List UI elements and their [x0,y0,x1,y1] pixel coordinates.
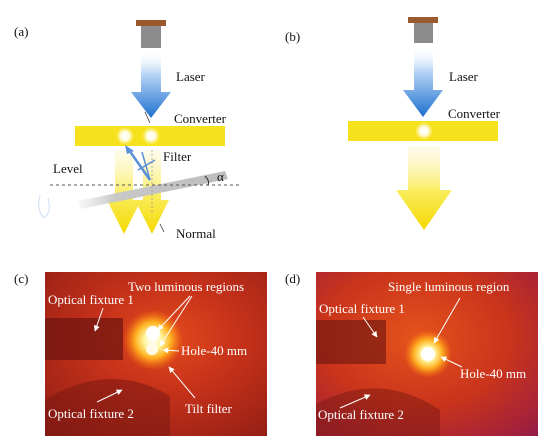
fixture-2-shape-d [316,388,440,436]
panel-c: (c) Two luminous regions Optical fixture… [14,271,267,436]
fixture2-pointer-d [339,394,371,409]
region-label-d: Single luminous region [388,279,510,294]
panel-a: (a) Laser Converter α Level Filter [14,20,240,241]
panel-a-tag: (a) [14,24,28,39]
fixture-1-shape [45,318,123,360]
reflect-ray-1-head [125,145,134,154]
hole-label-d: Hole-40 mm [460,366,526,381]
normal-label: Normal [176,226,216,241]
luminous-spot-left [116,127,134,145]
panel-b: (b) Laser Converter [285,17,501,230]
output-arrow-b [396,146,452,230]
regions-pointer-2 [159,295,193,347]
hole-pointer-d [440,356,463,368]
fixture1-pointer-d [362,316,378,338]
regions-pointer-1 [157,295,191,331]
filter-pointer [144,111,151,124]
tilt-label: Tilt filter [185,401,233,416]
panel-c-tag: (c) [14,271,28,286]
fixture1-label-d: Optical fixture 1 [319,301,405,316]
fixture-1-shape-d [316,320,386,364]
filter-label: Filter [163,149,192,164]
laser-head-body [141,26,161,48]
hole-label-c: Hole-40 mm [181,343,247,358]
fixture1-label-c: Optical fixture 1 [48,292,134,307]
laser-head-cap-b [408,17,438,23]
spot-d [421,347,435,361]
alpha-arc [204,175,210,186]
laser-beam-arrow-b [403,46,443,117]
normal-pointer [159,223,165,233]
panel-d: (d) Single luminous region Optical fixtu… [285,271,538,436]
spot-c-lower [146,343,158,355]
laser-head-cap [136,20,166,26]
alpha-label: α [217,169,224,184]
reflect-ray-3 [137,159,156,171]
laser-label: Laser [176,69,206,84]
fixture-2-shape [45,378,170,436]
tilt-filter-plate [78,171,228,209]
panel-b-tag: (b) [285,29,300,44]
tilt-pointer [168,366,196,399]
spot-c-upper [146,326,160,340]
converter-label-b: Converter [448,106,501,121]
fixture2-label-c: Optical fixture 2 [48,406,134,421]
reflect-ray-1 [127,149,152,181]
laser-label-b: Laser [449,69,479,84]
regions-label: Two luminous regions [128,279,244,294]
panel-d-tag: (d) [285,271,300,286]
fixture2-label-d: Optical fixture 2 [318,407,404,422]
fixture2-pointer-c [96,389,123,403]
region-pointer-d [433,297,461,344]
level-label: Level [53,161,83,176]
hole-pointer-c [162,347,180,354]
converter-label: Converter [174,111,227,126]
laser-head-body-b [414,23,433,43]
fixture1-pointer-c [93,307,104,332]
ghost-sketch [38,194,50,219]
luminous-spot-b [415,122,433,140]
luminous-spot-right [142,127,160,145]
laser-beam-arrow [131,50,171,118]
